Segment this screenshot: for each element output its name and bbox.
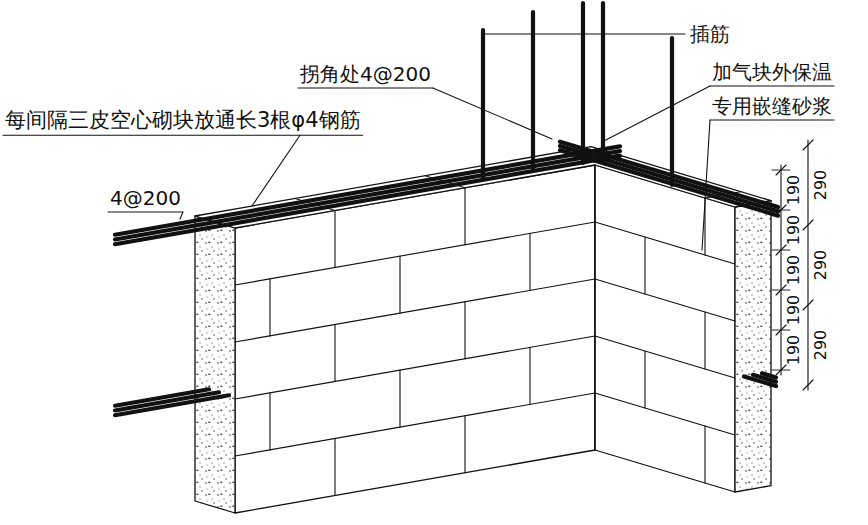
dimension-tick	[803, 380, 813, 390]
callout-text: 每间隔三皮空心砌块放通长3根φ4钢筋	[5, 108, 361, 133]
callout-text: 专用嵌缝砂浆	[712, 94, 832, 118]
insulation-section	[195, 216, 235, 513]
underline	[710, 119, 834, 120]
mortar-joint	[334, 211, 335, 268]
mortar-joint	[334, 439, 335, 496]
callout-text: 插筋	[690, 22, 730, 46]
mortar-joint	[235, 279, 595, 342]
dimension-text: 190	[784, 335, 803, 366]
rebar	[115, 395, 229, 415]
callout-text: 加气块外保温	[712, 60, 832, 84]
mortar-joint	[595, 393, 735, 435]
mortar-joint	[644, 237, 645, 294]
mortar-joint	[464, 302, 465, 359]
dimension-text: 290	[811, 330, 830, 361]
dowel-bar	[581, 3, 585, 163]
dimension-tick	[803, 220, 813, 230]
leader-line	[702, 120, 710, 250]
leader-line	[252, 135, 300, 206]
dowel-bar	[531, 12, 535, 170]
mortar-joint	[269, 279, 270, 336]
rebar	[115, 156, 620, 244]
extension-line	[772, 250, 790, 251]
mortar-joint	[235, 336, 595, 399]
extension-line	[772, 330, 790, 331]
dimension-line	[780, 165, 781, 375]
rebar	[560, 146, 778, 211]
leader-line	[180, 212, 183, 219]
dowel-bar	[601, 3, 605, 162]
mortar-joint	[235, 393, 595, 456]
dimension-line	[807, 140, 808, 390]
mortar-joint	[399, 370, 400, 427]
dowel-bar	[670, 38, 674, 185]
dimension-tick	[803, 300, 813, 310]
mortar-joint	[529, 233, 530, 290]
mortar-joint	[595, 336, 735, 378]
mortar-joint	[464, 188, 465, 245]
underline	[108, 211, 183, 212]
leader-line	[483, 33, 685, 34]
dimension-text: 190	[784, 175, 803, 206]
mortar-joint	[644, 351, 645, 408]
dimension-text: 290	[811, 250, 830, 281]
mortar-joint	[595, 279, 735, 321]
dowel-bar	[481, 30, 485, 179]
underline	[298, 87, 433, 88]
leader-line	[433, 88, 552, 139]
rebar	[115, 146, 620, 234]
mortar-joint	[334, 325, 335, 382]
dimension-text: 290	[811, 170, 830, 201]
dimension-text: 190	[784, 295, 803, 326]
mortar-joint	[399, 256, 400, 313]
extension-line	[772, 290, 790, 291]
leader-line	[602, 86, 710, 142]
dimension-text: 190	[784, 215, 803, 246]
mortar-joint	[269, 393, 270, 450]
rebar	[115, 151, 620, 239]
dimension-text: 190	[784, 255, 803, 286]
extension-line	[772, 370, 790, 371]
mortar-joint	[704, 312, 705, 369]
mortar-joint	[464, 416, 465, 473]
extension-line	[772, 170, 790, 171]
underline	[3, 135, 363, 136]
mortar-joint	[529, 347, 530, 404]
extension-line	[772, 210, 790, 211]
rebar	[560, 142, 778, 207]
dimension-tick	[803, 140, 813, 150]
underline	[710, 85, 834, 86]
rebar	[560, 150, 778, 215]
rebar	[762, 373, 776, 377]
callout-text: 拐角处4@200	[300, 62, 431, 86]
insulation-section	[735, 201, 771, 492]
mortar-joint	[704, 426, 705, 483]
wall-corner	[594, 165, 595, 450]
mortar-joint	[595, 222, 735, 264]
rebar	[115, 389, 209, 405]
callout-text: 4@200	[110, 186, 181, 210]
wall-face	[595, 165, 735, 492]
mortar-joint	[235, 222, 595, 285]
